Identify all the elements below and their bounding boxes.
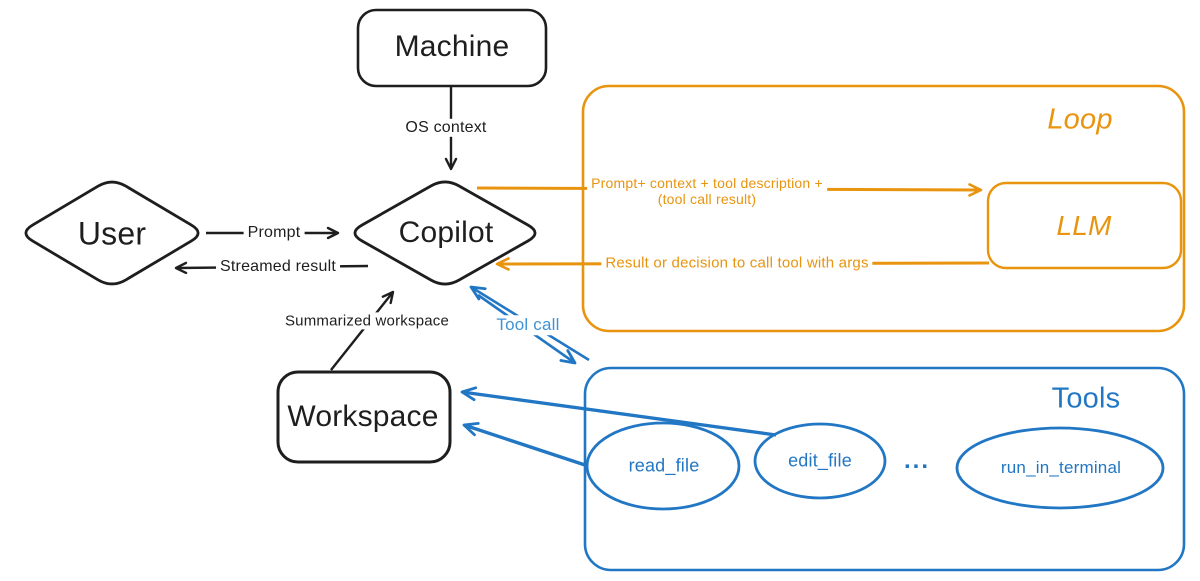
os-context-edge-label: OS context (401, 118, 491, 138)
prompt-edge-label: Prompt (243, 223, 305, 243)
edit-file-node (753, 422, 887, 500)
user-label: User (77, 215, 147, 252)
edge-edit-file-to-workspace (460, 386, 777, 437)
machine-label: Machine (394, 30, 510, 63)
llm-node (986, 181, 1183, 270)
machine-node (356, 8, 548, 88)
tools-group-label: Tools (1051, 382, 1121, 415)
tool-call-edge-label: Tool call (492, 315, 564, 335)
llm-label: LLM (1056, 210, 1112, 241)
edge-summarized-workspace (330, 290, 395, 371)
run-in-terminal-node (955, 426, 1165, 510)
prompt-context-edge-label-line2: (tool call result) (657, 191, 757, 207)
loop-group-box (581, 84, 1186, 333)
edit-file-label: edit_file (788, 450, 852, 471)
streamed-result-edge-label: Streamed result (216, 257, 340, 277)
tools-group-box (583, 366, 1186, 572)
summarized-workspace-edge-label: Summarized workspace (280, 312, 454, 330)
run-in-terminal-label: run_in_terminal (1000, 458, 1122, 477)
user-node (24, 180, 200, 286)
tools-ellipsis-label: ... (903, 447, 931, 474)
loop-group-label: Loop (1047, 103, 1113, 136)
prompt-context-edge-label: Prompt+ context + tool description + (to… (587, 174, 827, 208)
result-decision-edge-label: Result or decision to call tool with arg… (601, 254, 873, 272)
read-file-label: read_file (628, 455, 700, 476)
workspace-label: Workspace (287, 400, 439, 433)
copilot-node (353, 180, 537, 286)
copilot-label: Copilot (398, 216, 494, 249)
prompt-context-edge-label-line1: Prompt+ context + tool description + (591, 174, 823, 191)
workspace-node (276, 370, 452, 464)
edge-read-file-to-workspace (462, 421, 589, 468)
